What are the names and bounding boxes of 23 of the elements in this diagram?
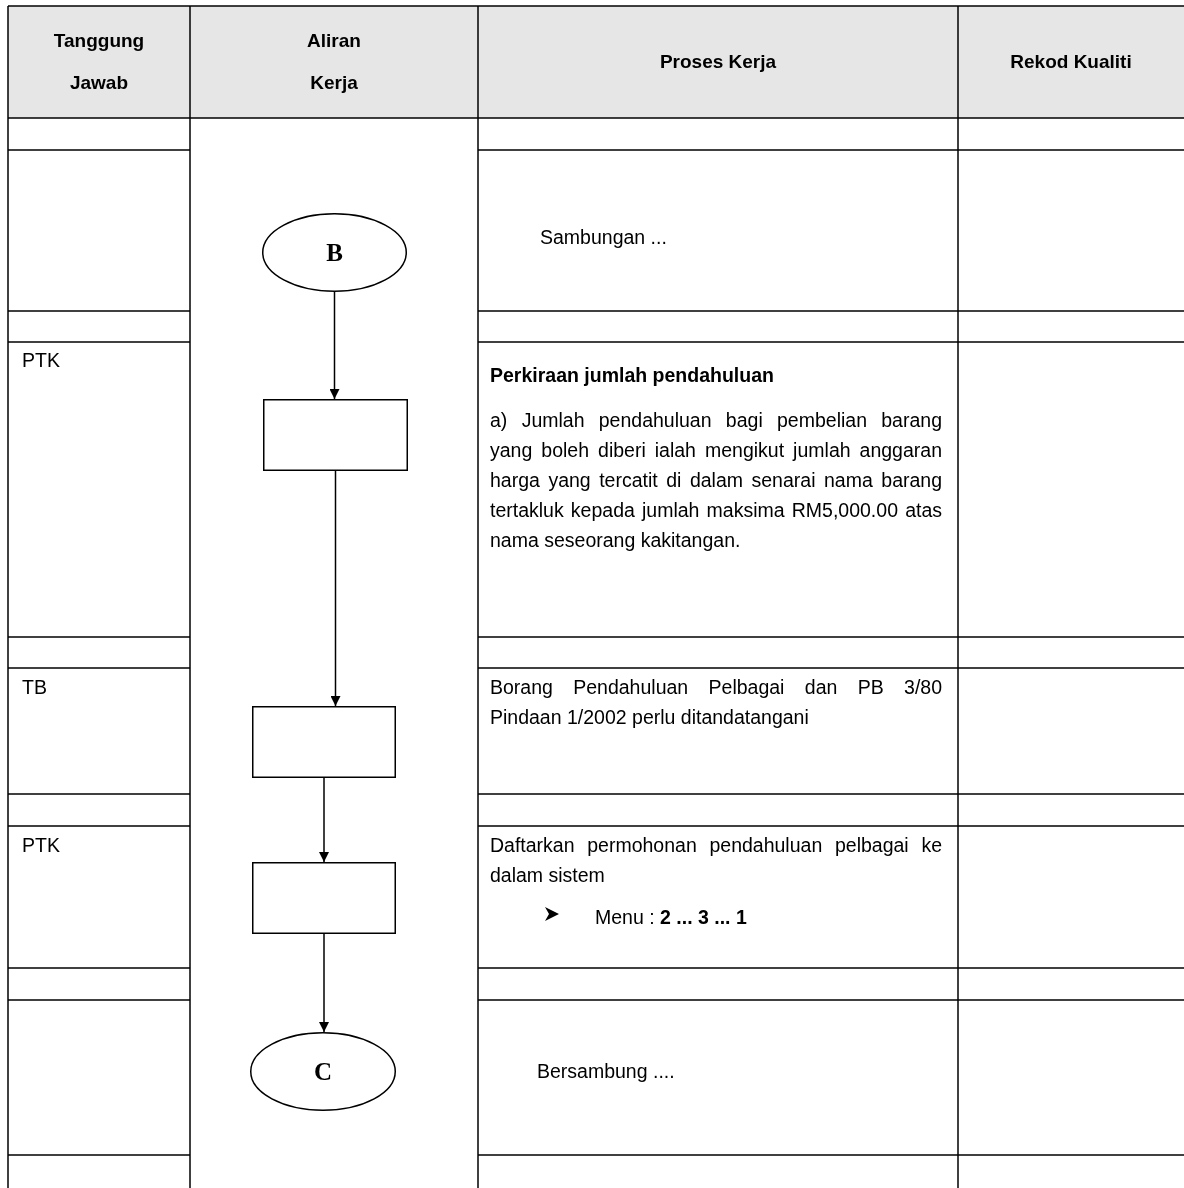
arrow — [319, 777, 329, 863]
menu-path-text: Menu : 2 ... 3 ... 1 — [595, 905, 748, 930]
process-text: Borang Pendahuluan Pelbagai dan PB 3/80 Pindaan 1/2002 perlu ditandatangani — [490, 675, 942, 730]
column-header: Tanggung Jawab — [52, 29, 146, 95]
process-box — [263, 399, 408, 471]
arrow — [329, 291, 340, 400]
process-box — [252, 706, 396, 778]
responsibility-text: PTK — [22, 348, 61, 373]
process-box — [252, 862, 396, 934]
column-header: Proses Kerja — [658, 50, 778, 74]
process-heading: Perkiraan jumlah pendahuluan — [490, 363, 775, 388]
responsibility-text: PTK — [22, 833, 61, 858]
process-text: a) Jumlah pendahuluan bagi pembelian barang yang boleh diberi ialah mengikut jumlah anggaran harga yang tercatit di dalam senarai nama barang tertakluk kepada jumlah maksima RM5,000.00 atas nama seseorang kakitangan. — [490, 408, 942, 553]
process-text: Daftarkan permohonan pendahuluan pelbagai ke dalam sistem — [490, 833, 942, 888]
connector-letter: B — [326, 238, 343, 267]
responsibility-text: TB — [22, 675, 48, 700]
arrow — [330, 470, 341, 707]
connector-letter: C — [313, 1057, 333, 1086]
column-header: Aliran Kerja — [306, 29, 362, 95]
arrow — [319, 933, 329, 1033]
column-header: Rekod Kualiti — [1009, 50, 1133, 74]
process-text: Sambungan ... — [540, 225, 668, 250]
process-text: Bersambung .... — [537, 1059, 676, 1084]
